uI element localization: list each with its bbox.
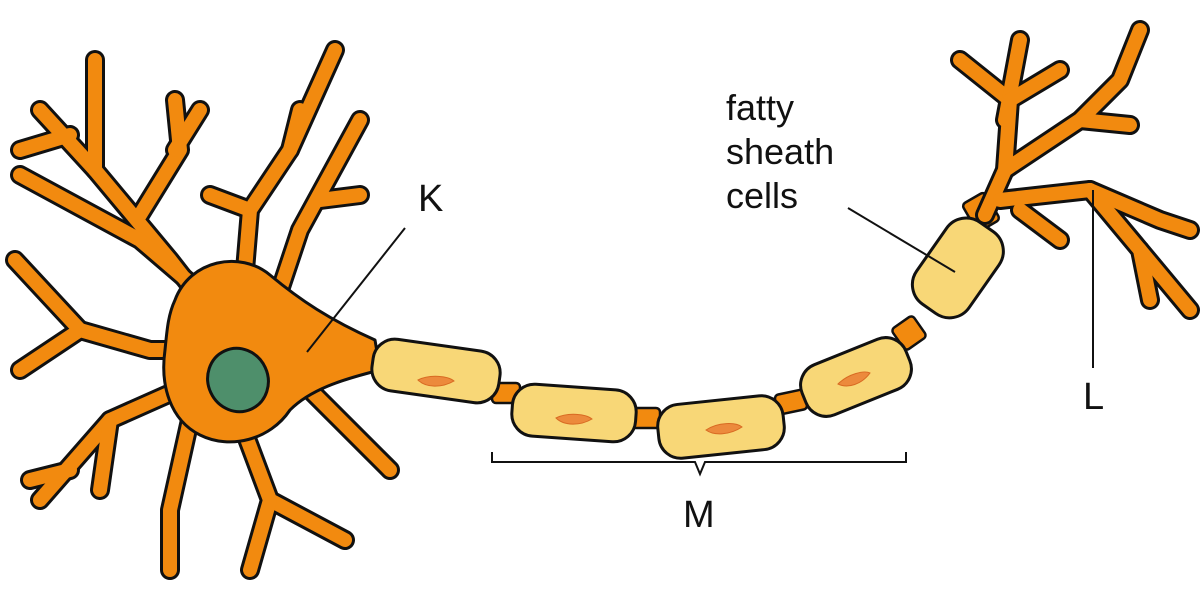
sheath-nucleus-3 bbox=[705, 423, 743, 435]
sheath-cell-1 bbox=[370, 337, 502, 405]
label-k: K bbox=[418, 178, 444, 220]
label-fatty-sheath-cells: fatty sheath cells bbox=[726, 86, 834, 218]
cell-nucleus bbox=[206, 346, 270, 414]
axon-terminals bbox=[950, 20, 1200, 320]
pointer-k bbox=[306, 227, 406, 353]
label-fatty-line-2: sheath bbox=[726, 131, 835, 172]
label-m: M bbox=[683, 494, 715, 536]
axon bbox=[370, 191, 1005, 460]
sheath-nucleus-1 bbox=[417, 375, 455, 387]
label-fatty-line-3: cells bbox=[726, 175, 799, 216]
sheath-cell-2 bbox=[510, 382, 638, 444]
pointer-fatty-sheath-cells bbox=[847, 207, 956, 273]
sheath-cell-5 bbox=[910, 216, 1005, 320]
label-fatty-line-1: fatty bbox=[726, 87, 795, 128]
label-l: L bbox=[1083, 376, 1105, 418]
sheath-nucleus-4 bbox=[837, 371, 871, 387]
brace-m bbox=[491, 452, 907, 477]
sheath-nucleus-2 bbox=[555, 413, 593, 425]
